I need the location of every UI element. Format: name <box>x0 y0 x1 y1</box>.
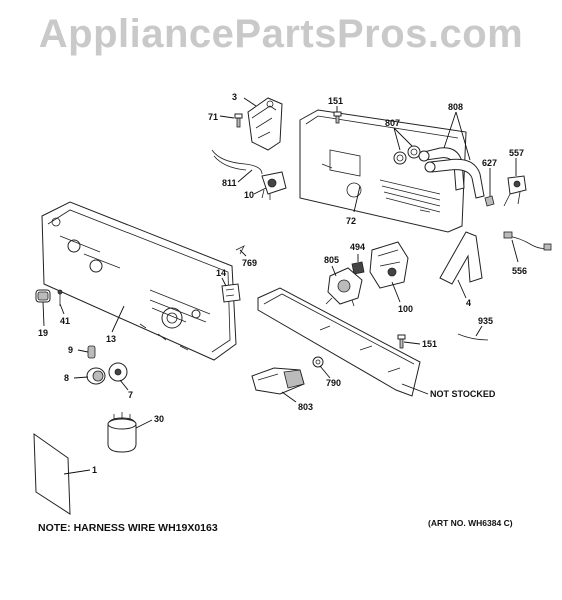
label-71: 71 <box>208 112 218 122</box>
label-811: 811 <box>222 178 237 188</box>
part-494[interactable] <box>351 261 365 275</box>
label-41: 41 <box>60 316 70 326</box>
part-811-wire[interactable] <box>211 149 263 175</box>
label-30: 30 <box>154 414 164 424</box>
label-72: 72 <box>346 216 356 226</box>
label-7: 7 <box>128 390 133 400</box>
part-13-control-panel[interactable] <box>41 201 237 361</box>
part-803-motor[interactable] <box>251 367 305 395</box>
label-935: 935 <box>478 316 493 326</box>
art-number: (ART NO. WH6384 C) <box>428 518 513 528</box>
part-labels: 3 71 151 807 808 557 627 811 10 72 769 4… <box>38 92 527 475</box>
part-7-dial[interactable] <box>108 362 128 382</box>
part-557-valve[interactable] <box>503 175 527 207</box>
label-790: 790 <box>326 378 341 388</box>
label-807: 807 <box>385 118 400 128</box>
label-808: 808 <box>448 102 463 112</box>
part-14-bracket[interactable] <box>221 283 241 303</box>
label-769: 769 <box>242 258 257 268</box>
part-19-knob[interactable] <box>35 289 51 303</box>
part-8-knob[interactable] <box>86 367 106 385</box>
leader-lines <box>42 97 519 475</box>
part-151-screw-lower[interactable] <box>397 334 406 349</box>
part-805-pump[interactable] <box>325 267 363 307</box>
part-627[interactable] <box>484 195 495 207</box>
label-10: 10 <box>244 190 254 200</box>
part-41[interactable] <box>57 289 63 306</box>
label-14: 14 <box>216 268 226 278</box>
label-100: 100 <box>398 304 413 314</box>
part-100-actuator[interactable] <box>369 241 409 289</box>
part-71-screw[interactable] <box>234 113 243 128</box>
label-13: 13 <box>106 334 116 344</box>
label-494: 494 <box>350 242 365 252</box>
part-not-stocked-rail <box>257 287 421 397</box>
label-9: 9 <box>68 345 73 355</box>
part-807-fittings[interactable] <box>393 145 421 165</box>
label-19: 19 <box>38 328 48 338</box>
part-9-clip[interactable] <box>87 345 96 359</box>
label-803: 803 <box>298 402 313 412</box>
label-1: 1 <box>92 465 97 475</box>
label-8: 8 <box>64 373 69 383</box>
watermark: AppliancePartsPros.com <box>38 12 524 56</box>
label-805: 805 <box>324 255 339 265</box>
label-3: 3 <box>232 92 237 102</box>
part-4-bracket[interactable] <box>439 231 483 285</box>
label-not-stocked: NOT STOCKED <box>430 389 496 399</box>
label-4: 4 <box>466 298 471 308</box>
part-1-wiring-diagram[interactable] <box>33 433 71 515</box>
label-151-upper: 151 <box>328 96 343 106</box>
label-627: 627 <box>482 158 497 168</box>
part-808-hoses[interactable] <box>418 147 485 199</box>
part-30-timer[interactable] <box>107 412 137 453</box>
harness-note: NOTE: HARNESS WIRE WH19X0163 <box>38 522 218 534</box>
label-557: 557 <box>509 148 524 158</box>
label-151-lower: 151 <box>422 339 437 349</box>
label-556: 556 <box>512 266 527 276</box>
part-72-backsplash[interactable] <box>299 109 467 233</box>
part-10-switch[interactable] <box>261 171 287 200</box>
part-3-bracket[interactable] <box>247 97 283 151</box>
part-151-screw-upper[interactable] <box>333 111 342 124</box>
part-790-washer[interactable] <box>312 356 324 368</box>
part-935-wire[interactable] <box>457 333 489 341</box>
part-556-harness[interactable] <box>503 231 552 251</box>
